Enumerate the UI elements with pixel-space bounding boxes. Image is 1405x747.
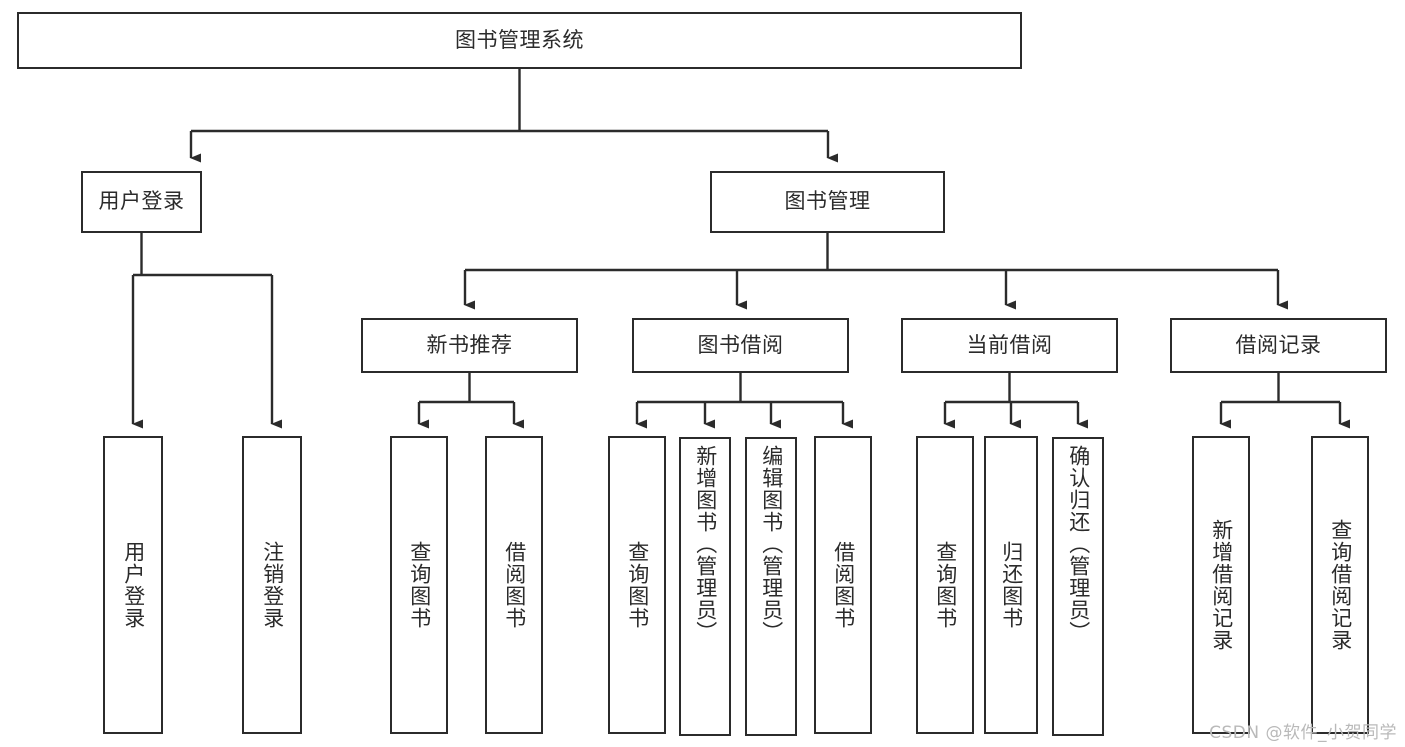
node-leaf-confirm-return-admin[interactable]: 确认归还（管理员）: [1052, 437, 1104, 736]
node-leaf-query-borrow-record-label: 查询借阅记录: [1328, 519, 1353, 651]
node-leaf-borrow-book-1[interactable]: 借阅图书: [485, 436, 543, 734]
node-leaf-query-book-3[interactable]: 查询图书: [916, 436, 974, 734]
node-user-login[interactable]: 用户登录: [81, 171, 202, 233]
node-leaf-borrow-book-2[interactable]: 借阅图书: [814, 436, 872, 734]
node-leaf-edit-book-admin[interactable]: 编辑图书（管理员）: [745, 437, 797, 736]
node-leaf-query-book-2-label: 查询图书: [625, 541, 650, 629]
node-leaf-add-borrow-record[interactable]: 新增借阅记录: [1192, 436, 1250, 734]
node-leaf-borrow-book-1-label: 借阅图书: [502, 541, 527, 629]
node-current-borrow-label: 当前借阅: [966, 332, 1053, 357]
node-root-label: 图书管理系统: [455, 27, 584, 52]
node-new-book-rec[interactable]: 新书推荐: [361, 318, 578, 373]
node-leaf-query-borrow-record[interactable]: 查询借阅记录: [1311, 436, 1369, 734]
node-leaf-user-logout[interactable]: 注销登录: [242, 436, 302, 734]
node-leaf-borrow-book-2-label: 借阅图书: [831, 541, 856, 629]
node-leaf-user-login[interactable]: 用户登录: [103, 436, 163, 734]
node-book-borrow[interactable]: 图书借阅: [632, 318, 849, 373]
node-leaf-return-book[interactable]: 归还图书: [984, 436, 1038, 734]
node-leaf-return-book-label: 归还图书: [999, 541, 1024, 629]
node-borrow-record-label: 借阅记录: [1235, 332, 1322, 357]
node-leaf-query-book-3-label: 查询图书: [933, 541, 958, 629]
node-current-borrow[interactable]: 当前借阅: [901, 318, 1118, 373]
node-leaf-user-login-label: 用户登录: [121, 541, 146, 629]
node-borrow-record[interactable]: 借阅记录: [1170, 318, 1387, 373]
tree-connectors: [131, 69, 1350, 429]
node-leaf-query-book-2[interactable]: 查询图书: [608, 436, 666, 734]
node-new-book-rec-label: 新书推荐: [426, 332, 513, 357]
node-leaf-query-book-1[interactable]: 查询图书: [390, 436, 448, 734]
node-leaf-user-logout-label: 注销登录: [260, 541, 285, 629]
node-book-borrow-label: 图书借阅: [697, 332, 784, 357]
node-book-manage[interactable]: 图书管理: [710, 171, 945, 233]
node-leaf-edit-book-admin-label: 编辑图书（管理员）: [759, 445, 784, 643]
node-book-manage-label: 图书管理: [784, 189, 871, 214]
node-user-login-label: 用户登录: [98, 189, 185, 214]
node-leaf-confirm-return-admin-label: 确认归还（管理员）: [1066, 445, 1091, 643]
node-root[interactable]: 图书管理系统: [17, 12, 1022, 69]
node-leaf-add-borrow-record-label: 新增借阅记录: [1209, 519, 1234, 651]
node-leaf-query-book-1-label: 查询图书: [407, 541, 432, 629]
node-leaf-add-book-admin[interactable]: 新增图书（管理员）: [679, 437, 731, 736]
node-leaf-add-book-admin-label: 新增图书（管理员）: [693, 445, 718, 643]
